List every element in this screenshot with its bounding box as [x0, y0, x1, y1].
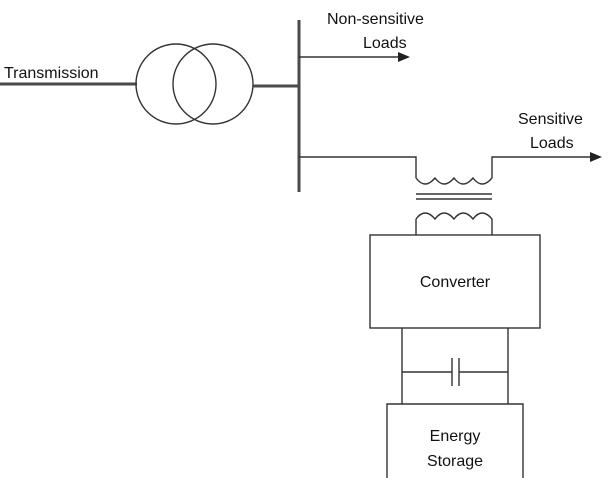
energy-storage-label-line1: Energy [430, 428, 481, 445]
non-sensitive-arrowhead [398, 52, 410, 62]
sensitive-label-line2: Loads [530, 135, 574, 152]
sensitive-feeder [299, 152, 602, 178]
non-sensitive-feeder [299, 52, 410, 62]
non-sensitive-label-line2: Loads [363, 35, 407, 52]
main-transformer [135, 43, 254, 125]
sensitive-label-line1: Sensitive [518, 111, 583, 128]
energy-storage-label-line2: Storage [427, 453, 483, 470]
transmission-label: Transmission [4, 65, 99, 82]
converter-box [369, 234, 541, 329]
transformer-secondary-winding [172, 43, 254, 125]
non-sensitive-label-line1: Non-sensitive [327, 11, 424, 28]
sensitive-arrowhead [590, 152, 602, 162]
series-transformer-upper-winding [415, 176, 493, 185]
converter-label: Converter [420, 274, 491, 291]
series-transformer [415, 176, 493, 235]
dc-link [401, 328, 509, 404]
series-transformer-lower-winding [415, 212, 493, 221]
energy-storage-box [386, 403, 524, 478]
transformer-primary-winding [135, 43, 217, 125]
